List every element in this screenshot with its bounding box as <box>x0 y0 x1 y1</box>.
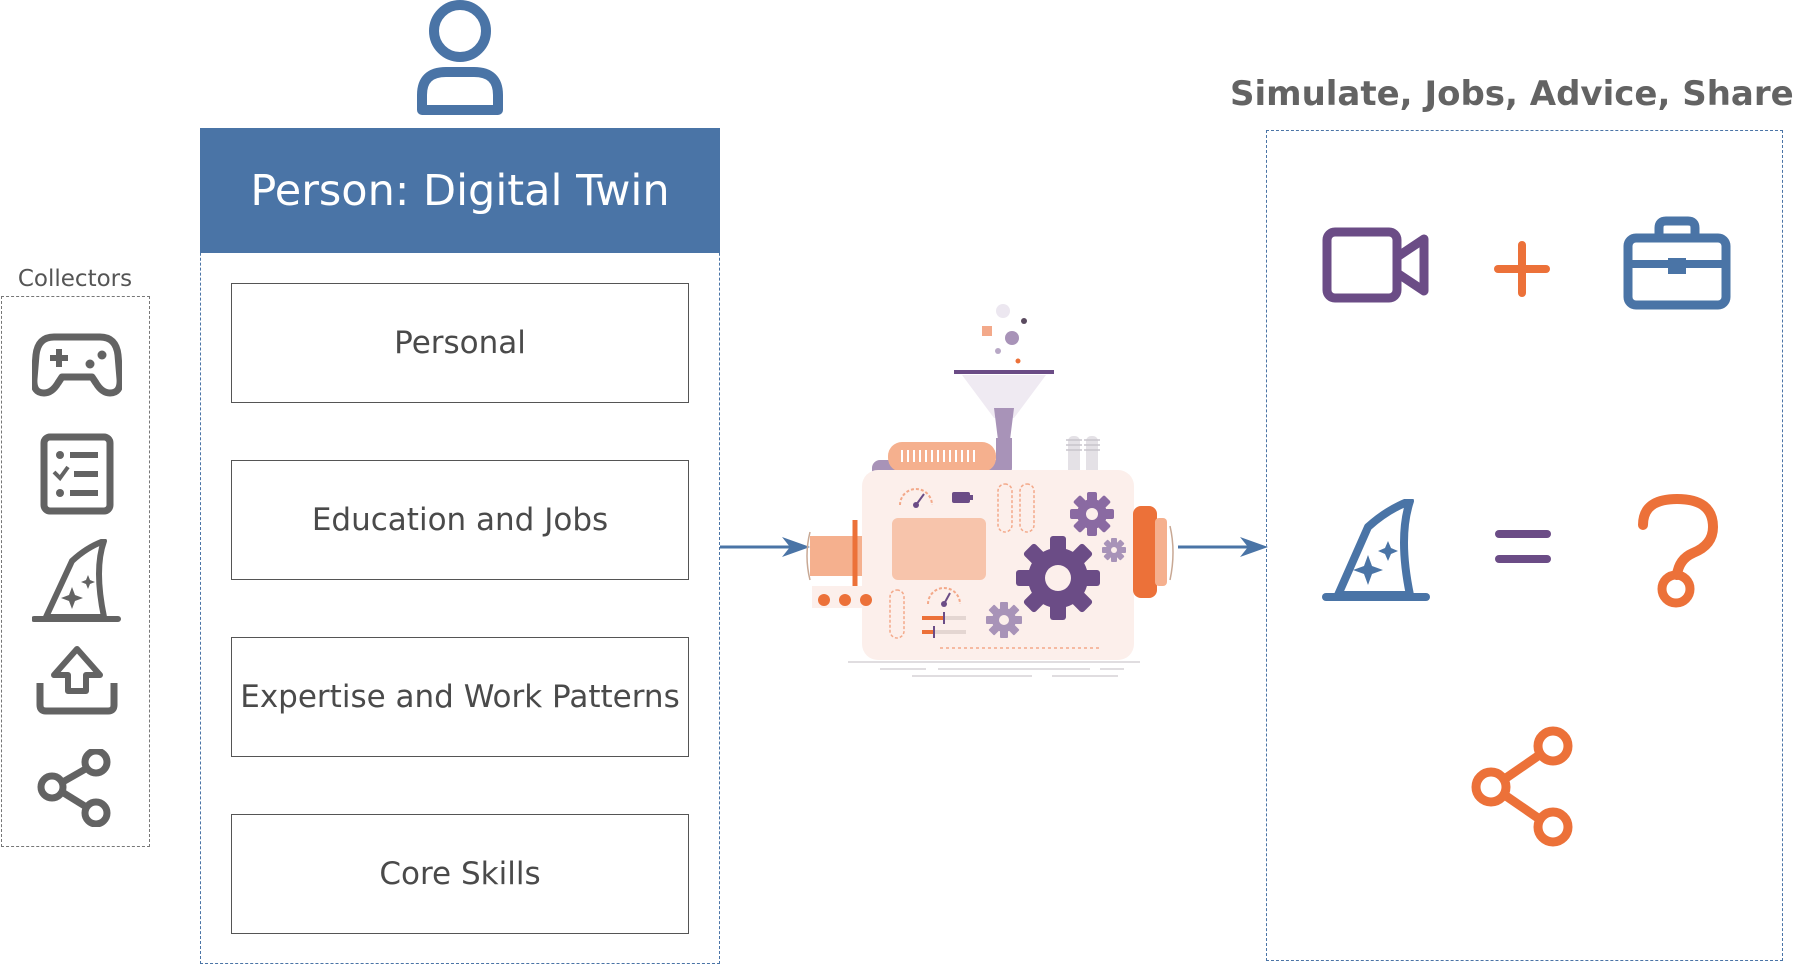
collectors-label: Collectors <box>17 266 133 292</box>
wizard-hat-icon <box>32 539 122 625</box>
wizard-hat-icon <box>1322 499 1430 605</box>
card-expertise-and-work-patterns: Expertise and Work Patterns <box>231 637 689 757</box>
outputs-box <box>1266 130 1783 961</box>
card-education-and-jobs: Education and Jobs <box>231 460 689 580</box>
gamepad-icon <box>32 329 122 401</box>
outputs-title: Simulate, Jobs, Advice, Share <box>1230 74 1794 114</box>
person-icon <box>410 0 510 116</box>
arrow-to-outputs <box>1178 534 1270 560</box>
equals-icon <box>1495 527 1551 567</box>
processing-machine-illustration <box>800 300 1180 680</box>
card-personal: Personal <box>231 283 689 403</box>
digital-twin-header: Person: Digital Twin <box>200 128 720 253</box>
checklist-icon <box>32 433 122 515</box>
plus-icon <box>1494 241 1550 297</box>
card-core-skills: Core Skills <box>231 814 689 934</box>
collectors-box <box>1 296 150 847</box>
arrow-to-machine <box>720 534 812 560</box>
question-mark-icon <box>1633 493 1721 609</box>
share-icon <box>1469 725 1579 849</box>
upload-tray-icon <box>32 643 122 715</box>
briefcase-icon <box>1623 216 1731 310</box>
video-camera-icon <box>1322 227 1430 303</box>
share-icon <box>32 749 122 827</box>
